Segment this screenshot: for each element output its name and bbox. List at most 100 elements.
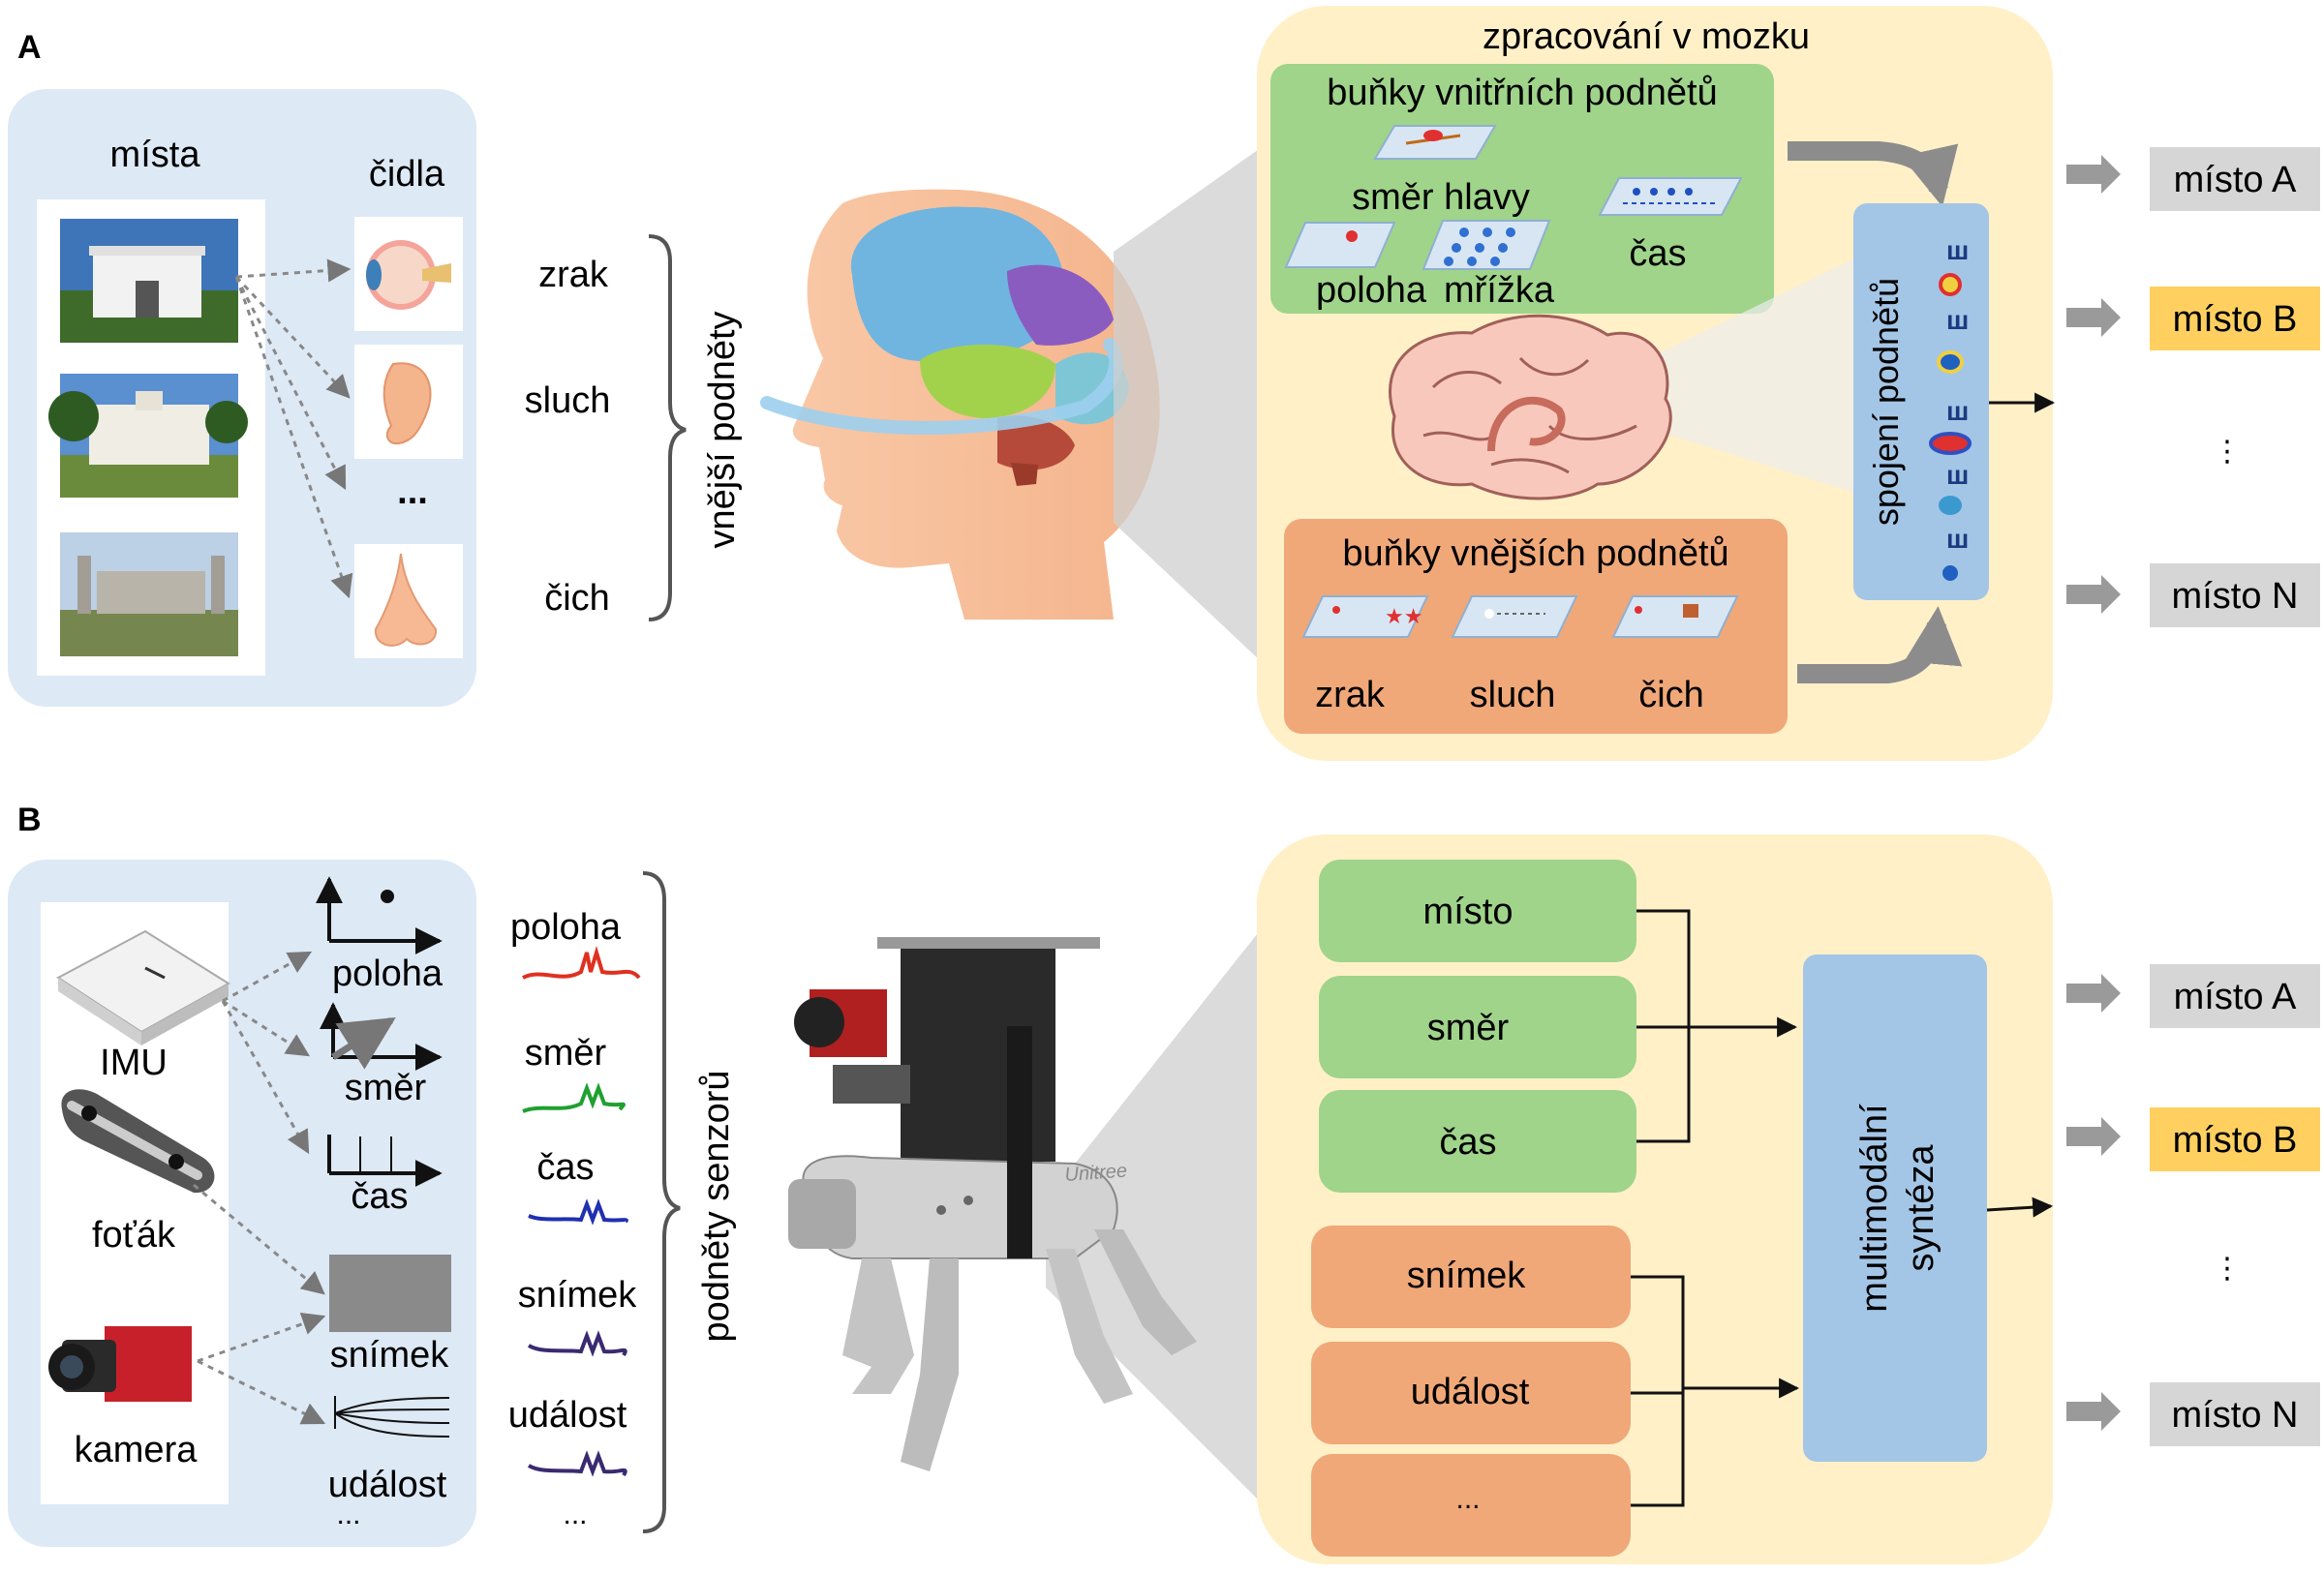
robot-brand-text: Unitree xyxy=(1064,1161,1128,1186)
cue-position: poloha xyxy=(510,907,622,948)
place-b-label: místo B xyxy=(2173,299,2298,340)
external-cells-title: buňky vnějších podnětů xyxy=(1342,533,1728,574)
photo-to-sensor-arrows xyxy=(234,258,353,599)
green-box-time-label: čas xyxy=(1439,1122,1496,1163)
internal-cell-place: poloha xyxy=(1316,270,1427,311)
brain-projection-a xyxy=(1114,136,1278,678)
signal-direction: směr xyxy=(345,1068,427,1108)
green-box-direction-label: směr xyxy=(1427,1008,1510,1048)
internal-to-binding-arrow xyxy=(1788,141,1959,207)
frame-spike-trace xyxy=(528,1330,627,1357)
direction-spike-trace xyxy=(522,1082,626,1113)
place-outputs-a xyxy=(2066,147,2320,627)
svg-text:ш: ш xyxy=(1946,460,1969,490)
brain-projection-inner xyxy=(1561,242,1888,503)
internal-cell-time: čas xyxy=(1629,233,1686,274)
external-cues-label: vnější podněty xyxy=(702,311,743,548)
event-camera-icon xyxy=(48,1326,192,1402)
signal-time: čas xyxy=(351,1176,408,1217)
place-b-label-b: místo B xyxy=(2173,1120,2298,1161)
robot-projection xyxy=(1046,920,1269,1510)
internal-cells-title: buňky vnitřních podnětů xyxy=(1327,73,1718,113)
human-head-illustration xyxy=(760,189,1160,620)
orange-box-frame-label: snímek xyxy=(1407,1256,1526,1296)
cue-event: událost xyxy=(508,1395,627,1436)
nose-icon xyxy=(374,553,438,647)
signal-more: ... xyxy=(336,1499,360,1530)
svg-text:ш: ш xyxy=(1946,524,1969,554)
place-n-label-b: místo N xyxy=(2172,1395,2299,1436)
event-spike-trace xyxy=(528,1450,627,1477)
vision-tile: ★★ xyxy=(1301,595,1429,638)
multimodal-fusion-box xyxy=(1803,954,1987,1462)
cue-direction: směr xyxy=(525,1033,607,1074)
sense-hearing: sluch xyxy=(525,380,611,421)
orange-box-more xyxy=(1311,1454,1631,1557)
internal-cell-grid: mřížka xyxy=(1444,270,1555,311)
orange-box-event-label: událost xyxy=(1411,1372,1530,1412)
brain-processing-title: zpracování v mozku xyxy=(1483,16,1810,57)
sensor-to-signal-arrows xyxy=(193,951,326,1425)
external-cell-hearing: sluch xyxy=(1470,675,1556,715)
place-a-label: místo A xyxy=(2174,160,2297,200)
fusion-output-arrow xyxy=(1986,1196,2054,1218)
position-signal-icon xyxy=(316,876,443,954)
green-box-time xyxy=(1319,1090,1636,1193)
place-n-label: místo N xyxy=(2172,576,2299,617)
cue-more: ... xyxy=(563,1499,587,1530)
cue-binding-label: spojení podnětů xyxy=(1866,278,1906,526)
place-a-label-b: místo A xyxy=(2174,977,2297,1017)
place-photo-3 xyxy=(60,532,238,656)
cue-frame: snímek xyxy=(518,1275,637,1316)
eye-icon xyxy=(366,240,451,310)
sensors-title: čidla xyxy=(369,154,445,195)
binding-spike-glyphs: ш ш ш ш ш xyxy=(1929,235,1972,581)
head-direction-tile xyxy=(1373,125,1497,160)
signal-frame: snímek xyxy=(330,1335,449,1376)
place-photo-1 xyxy=(60,219,238,343)
place-dots-b: ⋮ xyxy=(2213,1253,2242,1285)
event-signal-icon xyxy=(334,1396,450,1438)
depth-camera-icon xyxy=(61,1089,215,1194)
signal-position: poloha xyxy=(332,954,443,994)
panel-a-letter: A xyxy=(17,29,42,66)
green-box-place xyxy=(1319,860,1636,962)
orange-box-frame xyxy=(1311,1226,1631,1328)
place-photo-2 xyxy=(48,374,248,498)
place-outputs-b xyxy=(2066,964,2320,1446)
svg-text:★★: ★★ xyxy=(1385,604,1422,628)
signal-event: událost xyxy=(328,1465,447,1505)
hearing-tile xyxy=(1451,595,1578,638)
imu-label: IMU xyxy=(100,1043,168,1083)
ear-icon xyxy=(382,362,432,445)
camera-label: foťák xyxy=(92,1215,176,1256)
cue-time: čas xyxy=(536,1147,594,1188)
fusion-label-line1: multimodální xyxy=(1854,1104,1895,1313)
svg-text:ш: ш xyxy=(1946,396,1969,426)
sensor-more-dots: ... xyxy=(397,471,428,512)
external-cell-smell: čich xyxy=(1638,675,1704,715)
green-box-place-label: místo xyxy=(1423,892,1514,932)
sensor-cues-label: podněty senzorů xyxy=(696,1071,737,1343)
panel-b-letter: B xyxy=(17,802,42,838)
time-spike-trace xyxy=(528,1198,628,1226)
svg-text:ш: ш xyxy=(1946,235,1969,265)
place-dots-a: ⋮ xyxy=(2213,436,2242,468)
event-camera-label: kamera xyxy=(75,1430,199,1470)
internal-cell-head-direction: směr hlavy xyxy=(1352,177,1530,218)
frame-signal-thumbnail xyxy=(329,1255,451,1332)
places-title: místa xyxy=(110,135,201,175)
senses-brace xyxy=(648,234,687,621)
place-tile xyxy=(1284,222,1396,268)
svg-text:ш: ш xyxy=(1946,305,1969,335)
fusion-label-line2: syntéza xyxy=(1901,1144,1942,1272)
robot-dog-illustration xyxy=(788,937,1197,1471)
imu-device-icon xyxy=(56,929,230,1045)
green-connectors xyxy=(1636,909,1798,1143)
sensor-cues-brace xyxy=(642,871,681,1533)
time-tile xyxy=(1598,177,1743,216)
external-to-binding-arrow xyxy=(1797,606,1963,683)
sense-vision: zrak xyxy=(538,255,609,295)
position-spike-trace xyxy=(522,946,641,980)
